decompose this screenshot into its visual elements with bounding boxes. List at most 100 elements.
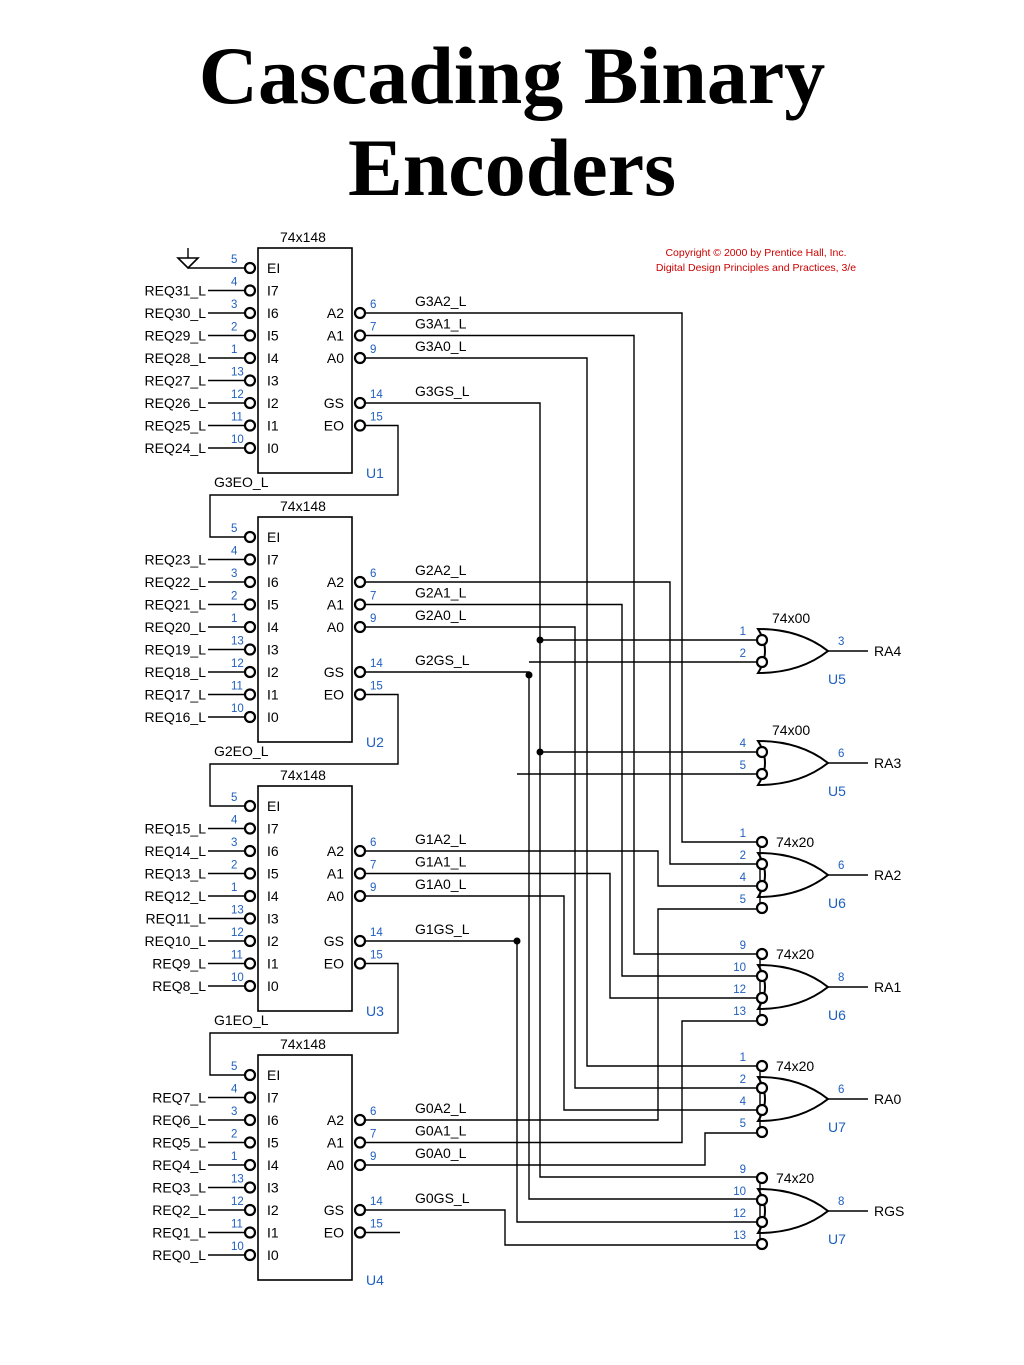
inversion-bubble	[243, 419, 257, 432]
inversion-bubble	[243, 822, 257, 835]
output-net-label: G0GS_L	[415, 1190, 470, 1206]
request-input-label: REQ25_L	[145, 418, 207, 434]
enable-out-label: G2EO_L	[214, 743, 269, 759]
inversion-bubble	[243, 1248, 257, 1262]
chip-body	[257, 247, 353, 474]
g2a1-wire	[365, 603, 757, 977]
enable-out-label: G3EO_L	[214, 474, 269, 490]
output-net-label: G1A1_L	[415, 854, 467, 870]
ground-icon	[176, 257, 200, 270]
inversion-bubble	[755, 857, 769, 871]
output-net-label: G0A2_L	[415, 1100, 467, 1116]
inversion-bubble	[243, 396, 257, 410]
pin-name: A2	[327, 843, 344, 859]
pin-number: 13	[231, 905, 244, 917]
inversion-bubble	[243, 844, 257, 858]
output-net-label: G3A0_L	[415, 338, 467, 354]
g1a2-wire	[365, 850, 757, 887]
inversion-bubble	[243, 441, 257, 455]
pin-name: EI	[267, 1067, 280, 1083]
pin-name: I5	[267, 597, 279, 613]
pin-name: I1	[267, 1225, 279, 1241]
pin-number: 15	[370, 950, 383, 962]
request-input-label: REQ21_L	[145, 597, 207, 613]
inversion-bubble	[243, 889, 257, 903]
request-input-label: REQ31_L	[145, 283, 207, 299]
pin-number: 2	[231, 591, 237, 603]
pin-name: I6	[267, 305, 279, 321]
pin-number: 14	[370, 658, 383, 670]
pin-number: 11	[231, 950, 243, 962]
g0a1-wire	[365, 1020, 757, 1144]
pin-number: 4	[740, 872, 747, 884]
encoder-chip-u1: 74x148U1EI5I74REQ31_LI63REQ30_LI52REQ29_…	[145, 229, 470, 481]
pin-number: 10	[733, 1186, 746, 1198]
pin-name: A0	[327, 619, 344, 635]
pin-number: 15	[370, 681, 383, 693]
pin-name: I5	[267, 866, 279, 882]
pin-name: I2	[267, 933, 279, 949]
g0a2-wire	[365, 908, 757, 1121]
inversion-bubble	[243, 912, 257, 925]
pin-name: I4	[267, 1157, 279, 1173]
pin-name: EO	[324, 418, 344, 434]
pin-number: 9	[740, 940, 746, 952]
nand2-gate-symbol	[756, 627, 830, 675]
pin-name: A2	[327, 574, 344, 590]
request-input-label: REQ20_L	[145, 619, 207, 635]
inversion-bubble	[353, 329, 367, 342]
request-input-label: REQ9_L	[152, 956, 206, 972]
request-input-label: REQ0_L	[152, 1247, 206, 1263]
request-input-label: REQ3_L	[152, 1180, 206, 1196]
pin-name: EI	[267, 260, 280, 276]
request-input-label: REQ13_L	[145, 866, 207, 882]
pin-number: 10	[733, 962, 746, 974]
inversion-bubble	[755, 745, 769, 759]
inversion-bubble	[243, 1158, 257, 1172]
pin-number: 13	[231, 367, 244, 379]
pin-number: 6	[838, 1084, 844, 1096]
inversion-bubble	[755, 991, 769, 1005]
pin-number: 1	[231, 613, 237, 625]
inversion-bubble	[243, 867, 257, 880]
encoder-chips: 74x148U1EI5I74REQ31_LI63REQ30_LI52REQ29_…	[145, 229, 470, 1288]
junction-dot	[536, 748, 544, 756]
request-input-label: REQ28_L	[145, 350, 207, 366]
inversion-bubble	[243, 688, 257, 701]
pin-name: I5	[267, 1135, 279, 1151]
chip-unit-label: U1	[366, 465, 384, 481]
inversion-bubble	[243, 261, 257, 275]
inversion-bubble	[755, 901, 769, 915]
pin-name: EI	[267, 529, 280, 545]
chip-part-number: 74x148	[280, 229, 326, 245]
inversion-bubble	[755, 1059, 769, 1073]
inversion-bubble	[353, 934, 367, 948]
pin-name: I3	[267, 1180, 279, 1196]
pin-name: I2	[267, 664, 279, 680]
pin-number: 13	[733, 1230, 746, 1242]
encoder-chip-u4: 74x148U4EI5I74REQ7_LI63REQ6_LI52REQ5_LI4…	[152, 1036, 469, 1288]
g3a2-wire	[365, 312, 757, 843]
inversion-bubble	[353, 306, 367, 320]
inversion-bubble	[353, 620, 367, 634]
pin-number: 5	[740, 1118, 746, 1130]
junction-dot	[513, 937, 521, 945]
pin-number: 3	[838, 636, 844, 648]
inversion-bubble	[353, 665, 367, 679]
pin-number: 4	[740, 738, 747, 750]
pin-name: A2	[327, 305, 344, 321]
pin-number: 12	[231, 389, 244, 401]
g2a2-wire	[365, 581, 757, 865]
pin-number: 2	[740, 1074, 746, 1086]
pin-number: 5	[740, 760, 746, 772]
pin-number: 1	[740, 1052, 746, 1064]
pin-number: 10	[231, 1241, 244, 1253]
inversion-bubble	[755, 633, 769, 647]
pin-name: I1	[267, 956, 279, 972]
pin-number: 13	[231, 636, 244, 648]
pin-name: I3	[267, 642, 279, 658]
